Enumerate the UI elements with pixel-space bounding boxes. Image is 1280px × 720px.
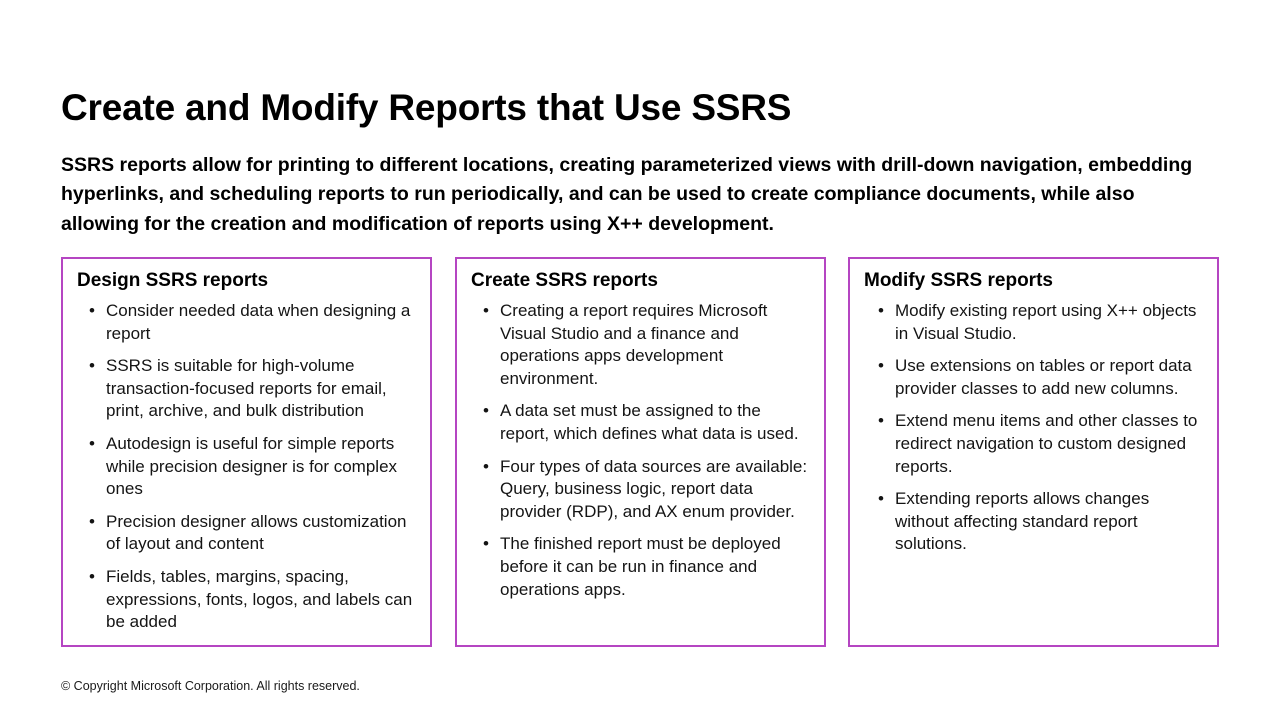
card-row: Design SSRS reports • Consider needed da… xyxy=(61,257,1219,647)
list-item-text: Autodesign is useful for simple reports … xyxy=(106,433,398,499)
list-item-text: Extend menu items and other classes to r… xyxy=(895,411,1198,476)
bullet-dot-icon: • xyxy=(878,411,884,431)
list-item: • Consider needed data when designing a … xyxy=(75,300,418,345)
card-create-ssrs-reports: Create SSRS reports • Creating a report … xyxy=(455,257,826,647)
list-item: • The finished report must be deployed b… xyxy=(469,533,812,601)
list-item: • Autodesign is useful for simple report… xyxy=(75,433,418,501)
slide-subtitle: SSRS reports allow for printing to diffe… xyxy=(61,153,1193,235)
list-item-text: Use extensions on tables or report data … xyxy=(895,356,1192,398)
list-item-text: Creating a report requires Microsoft Vis… xyxy=(500,301,768,388)
bullet-dot-icon: • xyxy=(878,356,884,376)
list-item-text: The finished report must be deployed bef… xyxy=(500,534,781,599)
bullet-dot-icon: • xyxy=(89,511,95,531)
card-modify-ssrs-reports: Modify SSRS reports • Modify existing re… xyxy=(848,257,1219,647)
card-title: Create SSRS reports xyxy=(471,270,658,291)
list-item: • Precision designer allows customizatio… xyxy=(75,511,418,556)
bullet-dot-icon: • xyxy=(878,489,884,509)
list-item-text: Consider needed data when designing a re… xyxy=(106,301,411,343)
page-title: Create and Modify Reports that Use SSRS xyxy=(61,86,792,128)
list-item-text: Four types of data sources are available… xyxy=(500,456,808,521)
bullet-list: • Creating a report requires Microsoft V… xyxy=(469,300,812,601)
list-item: • Fields, tables, margins, spacing, expr… xyxy=(75,566,418,634)
list-item: • SSRS is suitable for high-volume trans… xyxy=(75,355,418,423)
bullet-list: • Modify existing report using X++ objec… xyxy=(862,300,1205,556)
bullet-dot-icon: • xyxy=(89,433,95,453)
list-item: • A data set must be assigned to the rep… xyxy=(469,400,812,445)
bullet-dot-icon: • xyxy=(89,301,95,320)
bullet-dot-icon: • xyxy=(483,301,489,320)
bullet-dot-icon: • xyxy=(878,301,884,320)
list-item: • Use extensions on tables or report dat… xyxy=(862,355,1205,400)
card-title: Design SSRS reports xyxy=(77,270,269,291)
bullet-dot-icon: • xyxy=(89,356,95,376)
list-item-text: Fields, tables, margins, spacing, expres… xyxy=(106,566,413,632)
list-item: • Four types of data sources are availab… xyxy=(469,456,812,524)
footer-copyright: © Copyright Microsoft Corporation. All r… xyxy=(61,679,360,693)
list-item-text: A data set must be assigned to the repor… xyxy=(500,401,799,443)
card-design-ssrs-reports: Design SSRS reports • Consider needed da… xyxy=(61,257,432,647)
list-item: • Creating a report requires Microsoft V… xyxy=(469,300,812,390)
list-item-text: Modify existing report using X++ objects… xyxy=(895,301,1197,343)
list-item: • Modify existing report using X++ objec… xyxy=(862,300,1205,345)
bullet-list: • Consider needed data when designing a … xyxy=(75,300,418,634)
list-item-text: SSRS is suitable for high-volume transac… xyxy=(106,356,387,421)
bullet-dot-icon: • xyxy=(483,401,489,421)
list-item-text: Extending reports allows changes without… xyxy=(895,489,1150,554)
list-item: • Extending reports allows changes witho… xyxy=(862,488,1205,556)
bullet-dot-icon: • xyxy=(483,534,489,554)
card-title: Modify SSRS reports xyxy=(864,270,1053,291)
list-item: • Extend menu items and other classes to… xyxy=(862,410,1205,478)
bullet-dot-icon: • xyxy=(89,566,95,586)
list-item-text: Precision designer allows customization … xyxy=(106,511,407,554)
bullet-dot-icon: • xyxy=(483,456,489,476)
